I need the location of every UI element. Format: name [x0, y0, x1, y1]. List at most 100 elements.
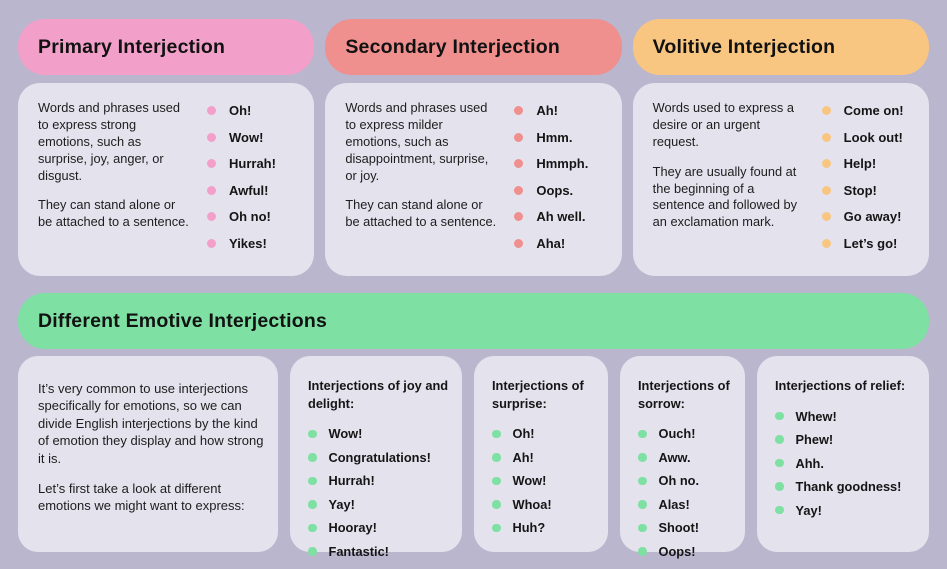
group-joy-and-delight: Interjections of joy and delight: Wow! C…: [290, 356, 462, 559]
list-item: Phew!: [775, 432, 921, 447]
bullet-icon: [492, 453, 501, 462]
example-label: Oh!: [512, 426, 535, 442]
bullet-icon: [207, 238, 216, 248]
description-paragraph: They can stand alone or be attached to a…: [38, 197, 189, 230]
group-title: Interjections of sorrow:: [638, 378, 730, 411]
list-item: Ah!: [514, 103, 588, 118]
description-paragraph: Words and phrases used to express milder…: [345, 100, 489, 183]
list-item: Let’s go!: [821, 235, 904, 251]
list-item: Thank goodness!: [775, 479, 921, 494]
intro-paragraph: It’s very common to use interjections sp…: [38, 381, 264, 466]
example-label: Come on!: [843, 103, 904, 118]
example-label: Hooray!: [328, 520, 377, 536]
example-label: Hmm.: [536, 129, 573, 145]
list-item: Huh?: [492, 520, 600, 535]
list-item: Yay!: [308, 497, 454, 512]
secondary-interjection-card: Words and phrases used to express milder…: [325, 83, 622, 276]
bullet-icon: [308, 453, 317, 462]
group-relief: Interjections of relief: Whew! Phew! Ahh…: [757, 356, 929, 552]
bullet-icon: [638, 453, 647, 462]
list-item: Help!: [821, 156, 904, 171]
example-label: Whoa!: [512, 496, 552, 512]
description-paragraph: Words and phrases used to express strong…: [38, 100, 181, 183]
volitive-interjection-header: Volitive Interjection: [632, 19, 929, 75]
example-label: Shoot!: [658, 520, 700, 536]
list-item: Ouch!: [638, 426, 737, 441]
list-item: Come on!: [821, 103, 904, 118]
bullet-icon: [207, 212, 216, 221]
example-label: Huh?: [512, 520, 546, 536]
description-paragraph: Words used to express a desire or an urg…: [652, 100, 794, 149]
list-item: Awful!: [207, 183, 276, 198]
bullet-icon: [207, 132, 216, 142]
example-label: Congratulations!: [328, 449, 431, 465]
example-label: Let’s go!: [843, 235, 898, 251]
list-item: Oh no!: [207, 209, 276, 224]
group-title: Interjections of surprise:: [492, 378, 584, 411]
bullet-icon: [638, 429, 647, 439]
example-label: Hurrah!: [328, 473, 375, 489]
secondary-interjection-description: Words and phrases used to express milder…: [345, 100, 497, 276]
list-item: Hmmph.: [514, 156, 588, 171]
bullet-icon: [775, 411, 784, 421]
example-label: Ouch!: [658, 426, 696, 442]
bullet-icon: [775, 435, 784, 444]
example-label: Wow!: [229, 129, 264, 145]
bullet-icon: [308, 523, 317, 533]
example-label: Whew!: [795, 408, 837, 424]
example-label: Yay!: [795, 502, 822, 518]
list-item: Ah!: [492, 450, 600, 465]
list-item: Whoa!: [492, 497, 600, 512]
bullet-icon: [775, 482, 784, 491]
bullet-icon: [492, 429, 501, 439]
example-label: Ah!: [512, 449, 534, 465]
example-label: Wow!: [512, 473, 547, 489]
example-label: Stop!: [843, 182, 877, 198]
primary-interjection-title: Primary Interjection: [38, 35, 226, 58]
list-item: Oh!: [492, 426, 600, 441]
bullet-icon: [207, 106, 216, 115]
bullet-icon: [821, 106, 831, 115]
list-item: Wow!: [207, 130, 276, 145]
list-item: Yikes!: [207, 236, 276, 251]
example-label: Go away!: [843, 209, 902, 224]
top-row: Primary Interjection Words and phrases u…: [18, 19, 929, 276]
example-label: Oh!: [229, 103, 252, 118]
bullet-icon: [308, 429, 317, 439]
list-item: Go away!: [821, 209, 904, 224]
example-label: Help!: [843, 156, 877, 171]
bullet-icon: [308, 500, 317, 509]
emotive-interjections-header: Different Emotive Interjections: [18, 293, 929, 349]
list-item: Oh no.: [638, 473, 737, 488]
bullet-icon: [492, 500, 501, 509]
group-surprise: Interjections of surprise: Oh! Ah! Wow! …: [474, 356, 608, 552]
example-label: Fantastic!: [328, 543, 389, 559]
bullet-icon: [821, 159, 831, 168]
list-item: Look out!: [821, 130, 904, 145]
description-paragraph: They are usually found at the beginning …: [652, 163, 798, 230]
example-label: Ahh.: [795, 455, 824, 471]
intro-paragraph: Let’s first take a look at different emo…: [38, 481, 245, 514]
bullet-icon: [514, 212, 524, 221]
bullet-icon: [514, 185, 524, 195]
group-title: Interjections of joy and delight:: [308, 378, 449, 411]
example-label: Wow!: [328, 426, 363, 442]
bullet-icon: [638, 547, 647, 556]
list-item: Yay!: [775, 503, 921, 518]
example-label: Yikes!: [229, 235, 267, 251]
list-item: Hurrah!: [207, 156, 276, 171]
volitive-interjection-description: Words used to express a desire or an urg…: [653, 100, 805, 276]
volitive-interjection-card: Words used to express a desire or an urg…: [632, 83, 929, 276]
emotive-interjections-row: It’s very common to use interjections sp…: [18, 356, 929, 559]
example-label: Oops!: [658, 543, 696, 559]
example-label: Oh no.: [658, 473, 700, 489]
example-label: Yay!: [328, 496, 355, 512]
volitive-interjection-title: Volitive Interjection: [652, 35, 836, 58]
bullet-icon: [638, 523, 647, 533]
bullet-icon: [638, 500, 647, 509]
primary-interjection-description: Words and phrases used to express strong…: [38, 100, 190, 276]
list-item: Hooray!: [308, 520, 454, 535]
bullet-icon: [207, 159, 216, 168]
bullet-icon: [821, 132, 831, 142]
example-label: Oops.: [536, 182, 574, 198]
